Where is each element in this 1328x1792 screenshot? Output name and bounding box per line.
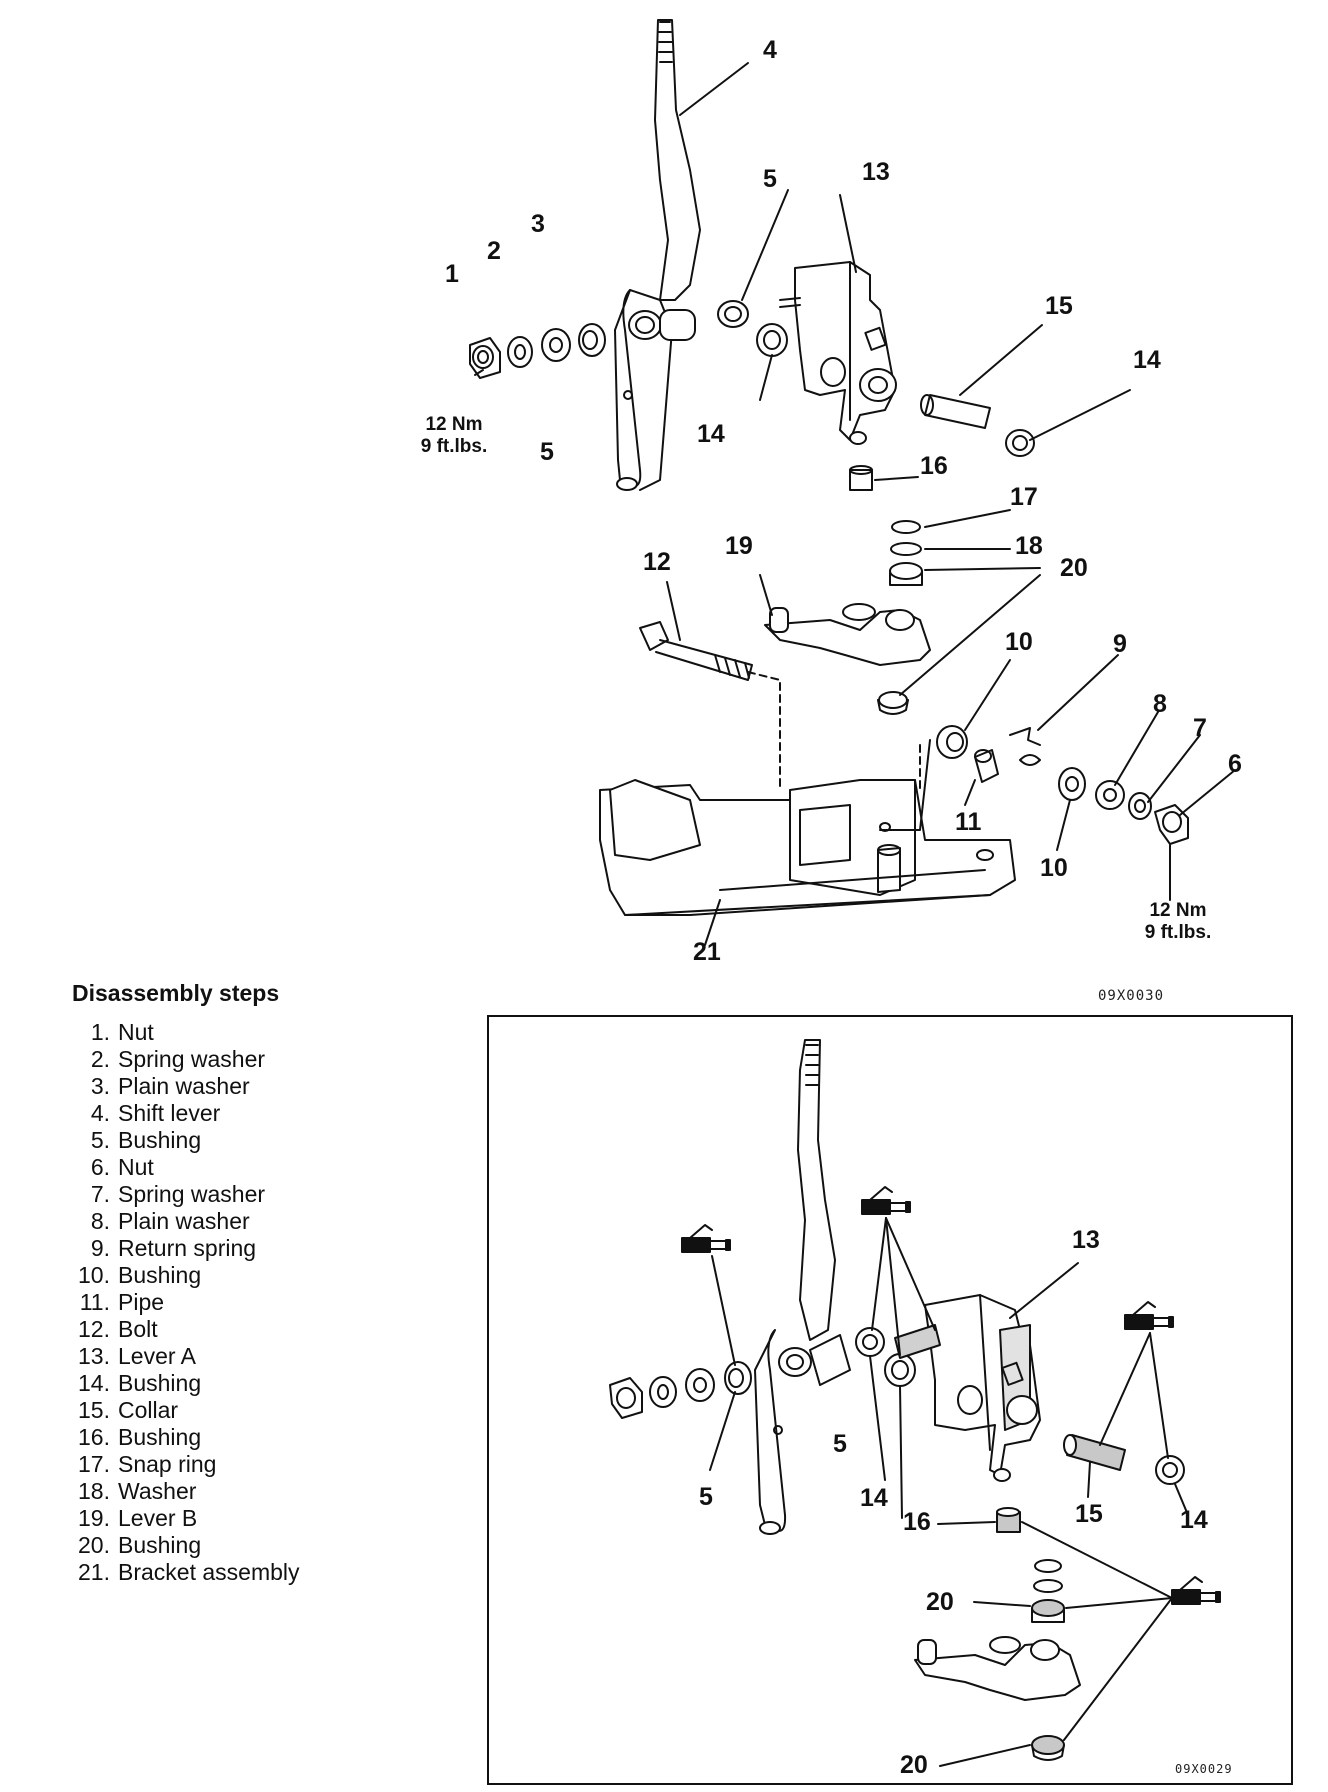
list-item: 19.Lever B bbox=[78, 1505, 198, 1531]
callout-12: 12 bbox=[643, 548, 671, 576]
callout-16: 16 bbox=[920, 452, 948, 480]
callout-13: 13 bbox=[1072, 1226, 1100, 1254]
torque-spec-left: 12 Nm 9 ft.lbs. bbox=[408, 414, 500, 458]
list-item: 17.Snap ring bbox=[78, 1451, 217, 1477]
list-item: 1.Nut bbox=[90, 1019, 154, 1045]
callout-20: 20 bbox=[926, 1588, 954, 1616]
callout-9: 9 bbox=[1113, 630, 1127, 658]
callout-19: 19 bbox=[725, 532, 753, 560]
disassembly-steps: Disassembly steps 1.Nut 2.Spring washer … bbox=[72, 980, 300, 1586]
lever-b-part bbox=[764, 603, 931, 666]
callout-18: 18 bbox=[1015, 532, 1043, 560]
list-item: 14.Bushing bbox=[78, 1370, 202, 1396]
callout-10: 10 bbox=[1005, 628, 1033, 656]
list-item: 2.Spring washer bbox=[90, 1046, 266, 1072]
steps-list: 1.Nut 2.Spring washer 3.Plain washer 4.S… bbox=[72, 1019, 300, 1586]
steps-heading: Disassembly steps bbox=[72, 980, 280, 1006]
callout-17: 17 bbox=[1010, 483, 1038, 511]
list-item: 8.Plain washer bbox=[90, 1208, 250, 1234]
list-item: 9.Return spring bbox=[90, 1235, 257, 1261]
callout-13: 13 bbox=[862, 158, 890, 186]
list-item: 4.Shift lever bbox=[90, 1100, 221, 1126]
callout-16: 16 bbox=[903, 1508, 931, 1536]
torque-nm: 12 Nm bbox=[425, 414, 483, 435]
list-item: 16.Bushing bbox=[78, 1424, 202, 1450]
callout-7: 7 bbox=[1193, 714, 1207, 742]
callout-6: 6 bbox=[1228, 750, 1242, 778]
callout-3: 3 bbox=[531, 210, 545, 238]
list-item: 18.Washer bbox=[78, 1478, 197, 1504]
callout-14: 14 bbox=[697, 420, 725, 448]
callout-8: 8 bbox=[1153, 690, 1167, 718]
callout-10: 10 bbox=[1040, 854, 1068, 882]
callout-20: 20 bbox=[900, 1751, 928, 1779]
list-item: 15.Collar bbox=[78, 1397, 179, 1423]
callout-15: 15 bbox=[1045, 292, 1073, 320]
torque-nm: 12 Nm bbox=[1149, 900, 1207, 921]
callout-1: 1 bbox=[445, 260, 459, 288]
list-item: 11.Pipe bbox=[79, 1289, 165, 1315]
bolt-part bbox=[639, 621, 781, 791]
callout-4: 4 bbox=[763, 36, 777, 64]
list-item: 20.Bushing bbox=[78, 1532, 202, 1558]
list-item: 21.Bracket assembly bbox=[78, 1559, 300, 1585]
lever-a-part bbox=[779, 261, 897, 445]
grease-gun-icon bbox=[861, 1186, 911, 1215]
callout-14: 14 bbox=[1180, 1506, 1208, 1534]
torque-spec-right: 12 Nm 9 ft.lbs. bbox=[1128, 900, 1228, 944]
callout-14: 14 bbox=[1133, 346, 1161, 374]
grease-gun-icon bbox=[1124, 1301, 1174, 1330]
grease-gun-icon bbox=[681, 1224, 731, 1253]
callout-5: 5 bbox=[699, 1483, 713, 1511]
list-item: 6.Nut bbox=[90, 1154, 154, 1180]
list-item: 5.Bushing bbox=[90, 1127, 202, 1153]
callout-15: 15 bbox=[1075, 1500, 1103, 1528]
list-item: 7.Spring washer bbox=[90, 1181, 266, 1207]
callout-5: 5 bbox=[540, 438, 554, 466]
callout-2: 2 bbox=[487, 237, 501, 265]
shift-lever-part bbox=[614, 19, 701, 491]
inset-frame bbox=[487, 1015, 1293, 1785]
figure-code-inset: 09X0029 bbox=[1175, 1762, 1233, 1776]
left-fasteners bbox=[469, 323, 606, 379]
callout-5: 5 bbox=[833, 1430, 847, 1458]
callout-20: 20 bbox=[1060, 554, 1088, 582]
list-item: 13.Lever A bbox=[78, 1343, 196, 1369]
figure-code-top: 09X0030 bbox=[1098, 988, 1165, 1004]
callout-5: 5 bbox=[763, 165, 777, 193]
list-item: 10.Bushing bbox=[78, 1262, 202, 1288]
inset-drawing bbox=[609, 1039, 1221, 1767]
torque-ftlbs: 9 ft.lbs. bbox=[1144, 921, 1212, 943]
torque-ftlbs: 9 ft.lbs. bbox=[420, 435, 488, 457]
list-item: 12.Bolt bbox=[78, 1316, 158, 1342]
bracket-assembly-part bbox=[599, 739, 1016, 916]
callout-11: 11 bbox=[955, 808, 982, 836]
list-item: 3.Plain washer bbox=[90, 1073, 250, 1099]
callout-21: 21 bbox=[693, 938, 721, 966]
callout-14: 14 bbox=[860, 1484, 888, 1512]
